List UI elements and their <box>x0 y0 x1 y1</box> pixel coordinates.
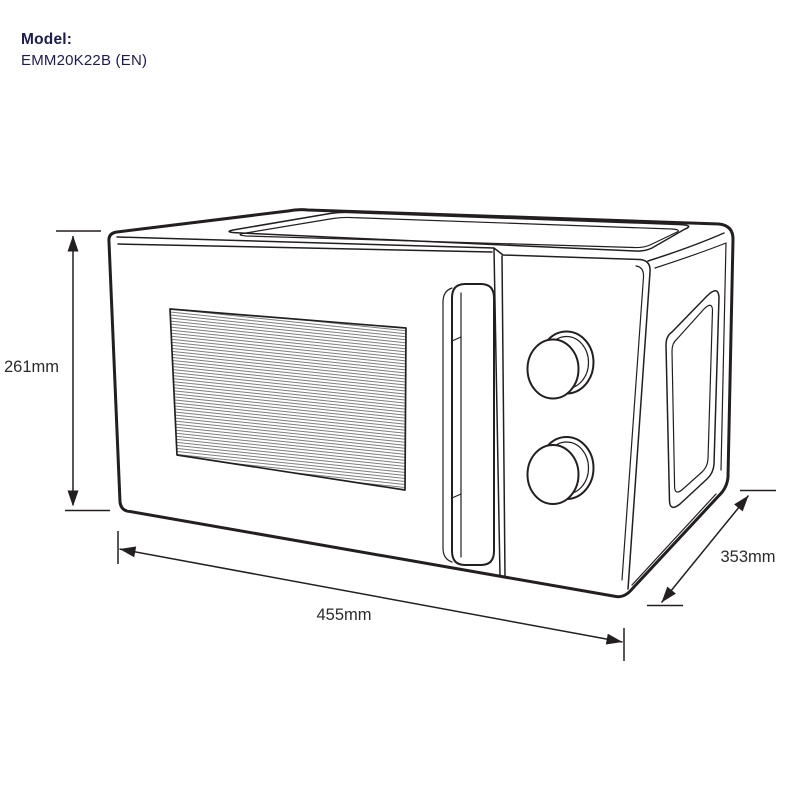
panel-left-edge <box>501 255 506 577</box>
handle-bracket-line <box>442 287 453 563</box>
top-side-edge-inner <box>654 242 727 471</box>
door-top-edge <box>117 243 493 253</box>
depth-arrow-up <box>734 495 749 512</box>
depth-dimension: 353mm <box>647 489 776 607</box>
bottom-right-edge-inner <box>631 493 717 586</box>
panel-right-inner <box>621 265 645 581</box>
handle-bar <box>451 283 495 566</box>
door-right-edge <box>493 248 501 577</box>
width-dimension-label: 455mm <box>316 606 371 624</box>
depth-dimension-label: 353mm <box>720 548 775 566</box>
height-dimension: 261mm <box>4 230 110 512</box>
handle-step-top <box>451 336 462 342</box>
width-dimension: 455mm <box>117 531 625 661</box>
model-label: Model: <box>21 31 73 48</box>
door-handle <box>442 283 495 566</box>
side-recess-panel <box>665 290 720 509</box>
model-number: EMM20K22B (EN) <box>21 51 148 69</box>
width-arrow-left <box>119 546 137 558</box>
side-recess-inner <box>671 304 714 493</box>
width-dimension-line <box>119 548 623 643</box>
model-header: Model: EMM20K22B (EN) <box>21 31 147 70</box>
control-knob-bottom <box>526 436 595 505</box>
body-outline <box>107 208 735 599</box>
control-panel-divider <box>493 248 506 577</box>
knob-bottom-cap <box>526 444 580 505</box>
width-arrow-right <box>605 633 623 645</box>
control-panel-edge <box>621 258 651 590</box>
knob-top-cap <box>526 338 580 400</box>
height-arrow-down <box>67 490 79 507</box>
top-panel-outer <box>228 211 690 252</box>
top-inset-panel <box>228 211 690 252</box>
top-side-edge <box>647 232 725 262</box>
depth-dimension-line <box>660 495 750 603</box>
control-knob-top <box>526 330 595 400</box>
door-window <box>169 308 407 491</box>
microwave-body <box>107 208 735 599</box>
top-panel-inner <box>239 216 679 249</box>
depth-arrow-down <box>661 586 676 603</box>
panel-right-outer <box>627 258 651 590</box>
height-arrow-up <box>67 235 79 252</box>
front-top-edge <box>116 236 641 261</box>
height-dimension-label: 261mm <box>4 358 59 376</box>
handle-step-bottom <box>451 493 462 499</box>
side-recess-outer <box>665 290 720 509</box>
